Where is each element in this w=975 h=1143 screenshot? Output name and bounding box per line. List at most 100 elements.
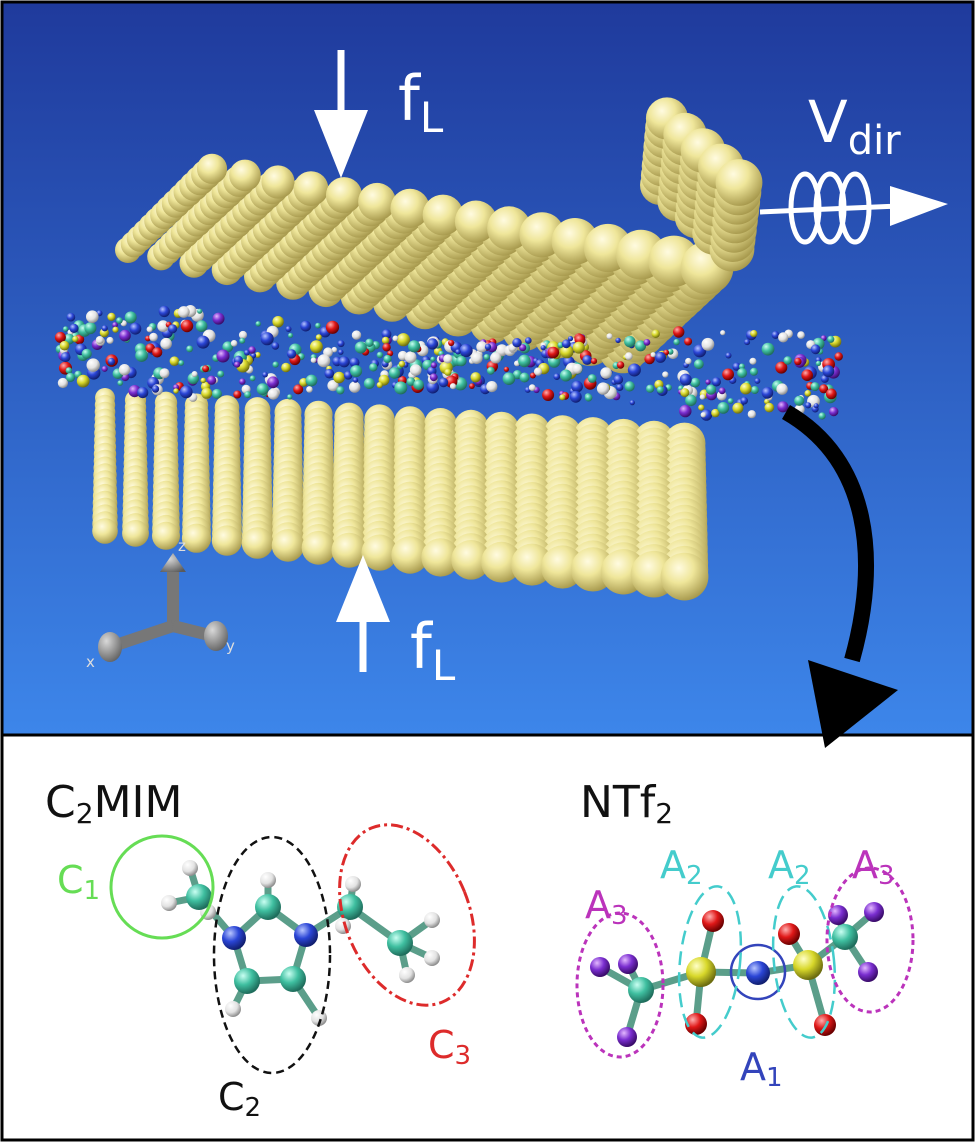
il-atom (106, 336, 114, 344)
il-atom (587, 374, 597, 383)
cation-atom-C (387, 930, 413, 956)
il-atom (560, 345, 574, 359)
gold-atom (481, 541, 522, 583)
gold-atom (152, 521, 180, 550)
gold-atom (715, 159, 763, 206)
anion-atom-O (778, 923, 800, 945)
il-atom (590, 358, 598, 365)
il-atom (392, 335, 399, 342)
il-atom (819, 384, 829, 394)
il-atom (288, 333, 293, 338)
il-atom (643, 339, 651, 346)
il-atom (107, 312, 116, 321)
c1-label: C1 (57, 858, 100, 906)
il-atom (349, 381, 361, 393)
il-atom (180, 319, 194, 333)
il-atom (651, 329, 660, 338)
a1-group-outline (729, 943, 787, 1001)
il-atom (352, 377, 359, 383)
il-atom (456, 355, 467, 367)
il-atom (732, 402, 744, 414)
il-atom (486, 381, 498, 393)
il-atom (559, 369, 572, 382)
il-atom (572, 363, 583, 374)
gold-atom (660, 552, 709, 601)
il-atom (272, 316, 284, 328)
il-atom (596, 382, 610, 395)
il-atom (101, 365, 108, 372)
cation-atom-N (294, 923, 318, 947)
il-atom (738, 363, 745, 370)
il-atom (749, 357, 757, 365)
il-atom (533, 367, 543, 376)
il-atom (256, 383, 269, 396)
il-atom (559, 394, 566, 401)
gold-atom (391, 536, 429, 574)
il-atom (679, 404, 692, 418)
il-atom (354, 341, 367, 354)
cation-atom-C (280, 966, 306, 992)
il-atom (216, 349, 230, 363)
il-atom (281, 362, 291, 373)
il-atom (650, 352, 656, 358)
il-atom (387, 350, 394, 357)
cation-atom-C (337, 894, 363, 920)
il-atom (680, 388, 690, 398)
il-atom (233, 390, 242, 399)
gold-atom (454, 200, 498, 243)
il-atom (315, 322, 321, 329)
il-atom (195, 320, 208, 332)
il-atom (101, 325, 108, 332)
il-atom (365, 338, 374, 347)
il-atom (338, 356, 350, 368)
anion-atom-O (702, 910, 724, 932)
gold-atom (229, 159, 261, 192)
il-atom (476, 341, 488, 353)
il-atom (212, 312, 225, 325)
il-atom (717, 402, 730, 414)
anion-atom-F (858, 962, 878, 982)
il-atom (502, 372, 516, 386)
il-atom (518, 354, 531, 368)
il-atom (569, 390, 582, 403)
il-atom (65, 372, 76, 382)
il-atom (438, 377, 449, 388)
il-atom (486, 366, 495, 375)
il-atom (685, 394, 697, 407)
il-atom (157, 320, 169, 332)
il-atom (248, 346, 256, 354)
il-atom (338, 349, 344, 355)
il-atom (804, 390, 812, 397)
il-atom (426, 380, 440, 394)
il-atom (761, 387, 774, 399)
il-atom (271, 342, 280, 350)
axis-glyph: z x y (86, 537, 235, 671)
gold-atom (325, 177, 363, 214)
il-atom (383, 354, 392, 364)
il-atom (813, 403, 819, 409)
il-atom (490, 352, 502, 364)
il-atom (57, 377, 68, 389)
il-atom (606, 333, 613, 340)
cation-atom-N (222, 926, 246, 950)
il-atom (394, 381, 408, 395)
anion-atom-O (685, 1013, 707, 1035)
il-atom (267, 388, 279, 400)
il-atom (810, 344, 821, 355)
il-atom (794, 357, 802, 366)
velocity-arrow-head (890, 186, 948, 226)
il-atom (86, 358, 100, 372)
il-atom (286, 349, 297, 359)
il-atom (646, 384, 655, 393)
il-atom (673, 338, 680, 346)
il-atom (107, 357, 116, 366)
gold-atom (421, 538, 460, 577)
il-atom (698, 404, 705, 411)
il-atom (285, 326, 292, 332)
il-atom (542, 389, 555, 401)
axis-x-label: x (86, 653, 95, 671)
il-atom (333, 371, 345, 384)
il-atom (616, 383, 624, 391)
il-atom (239, 378, 246, 385)
cation-atom-H (225, 1001, 241, 1017)
